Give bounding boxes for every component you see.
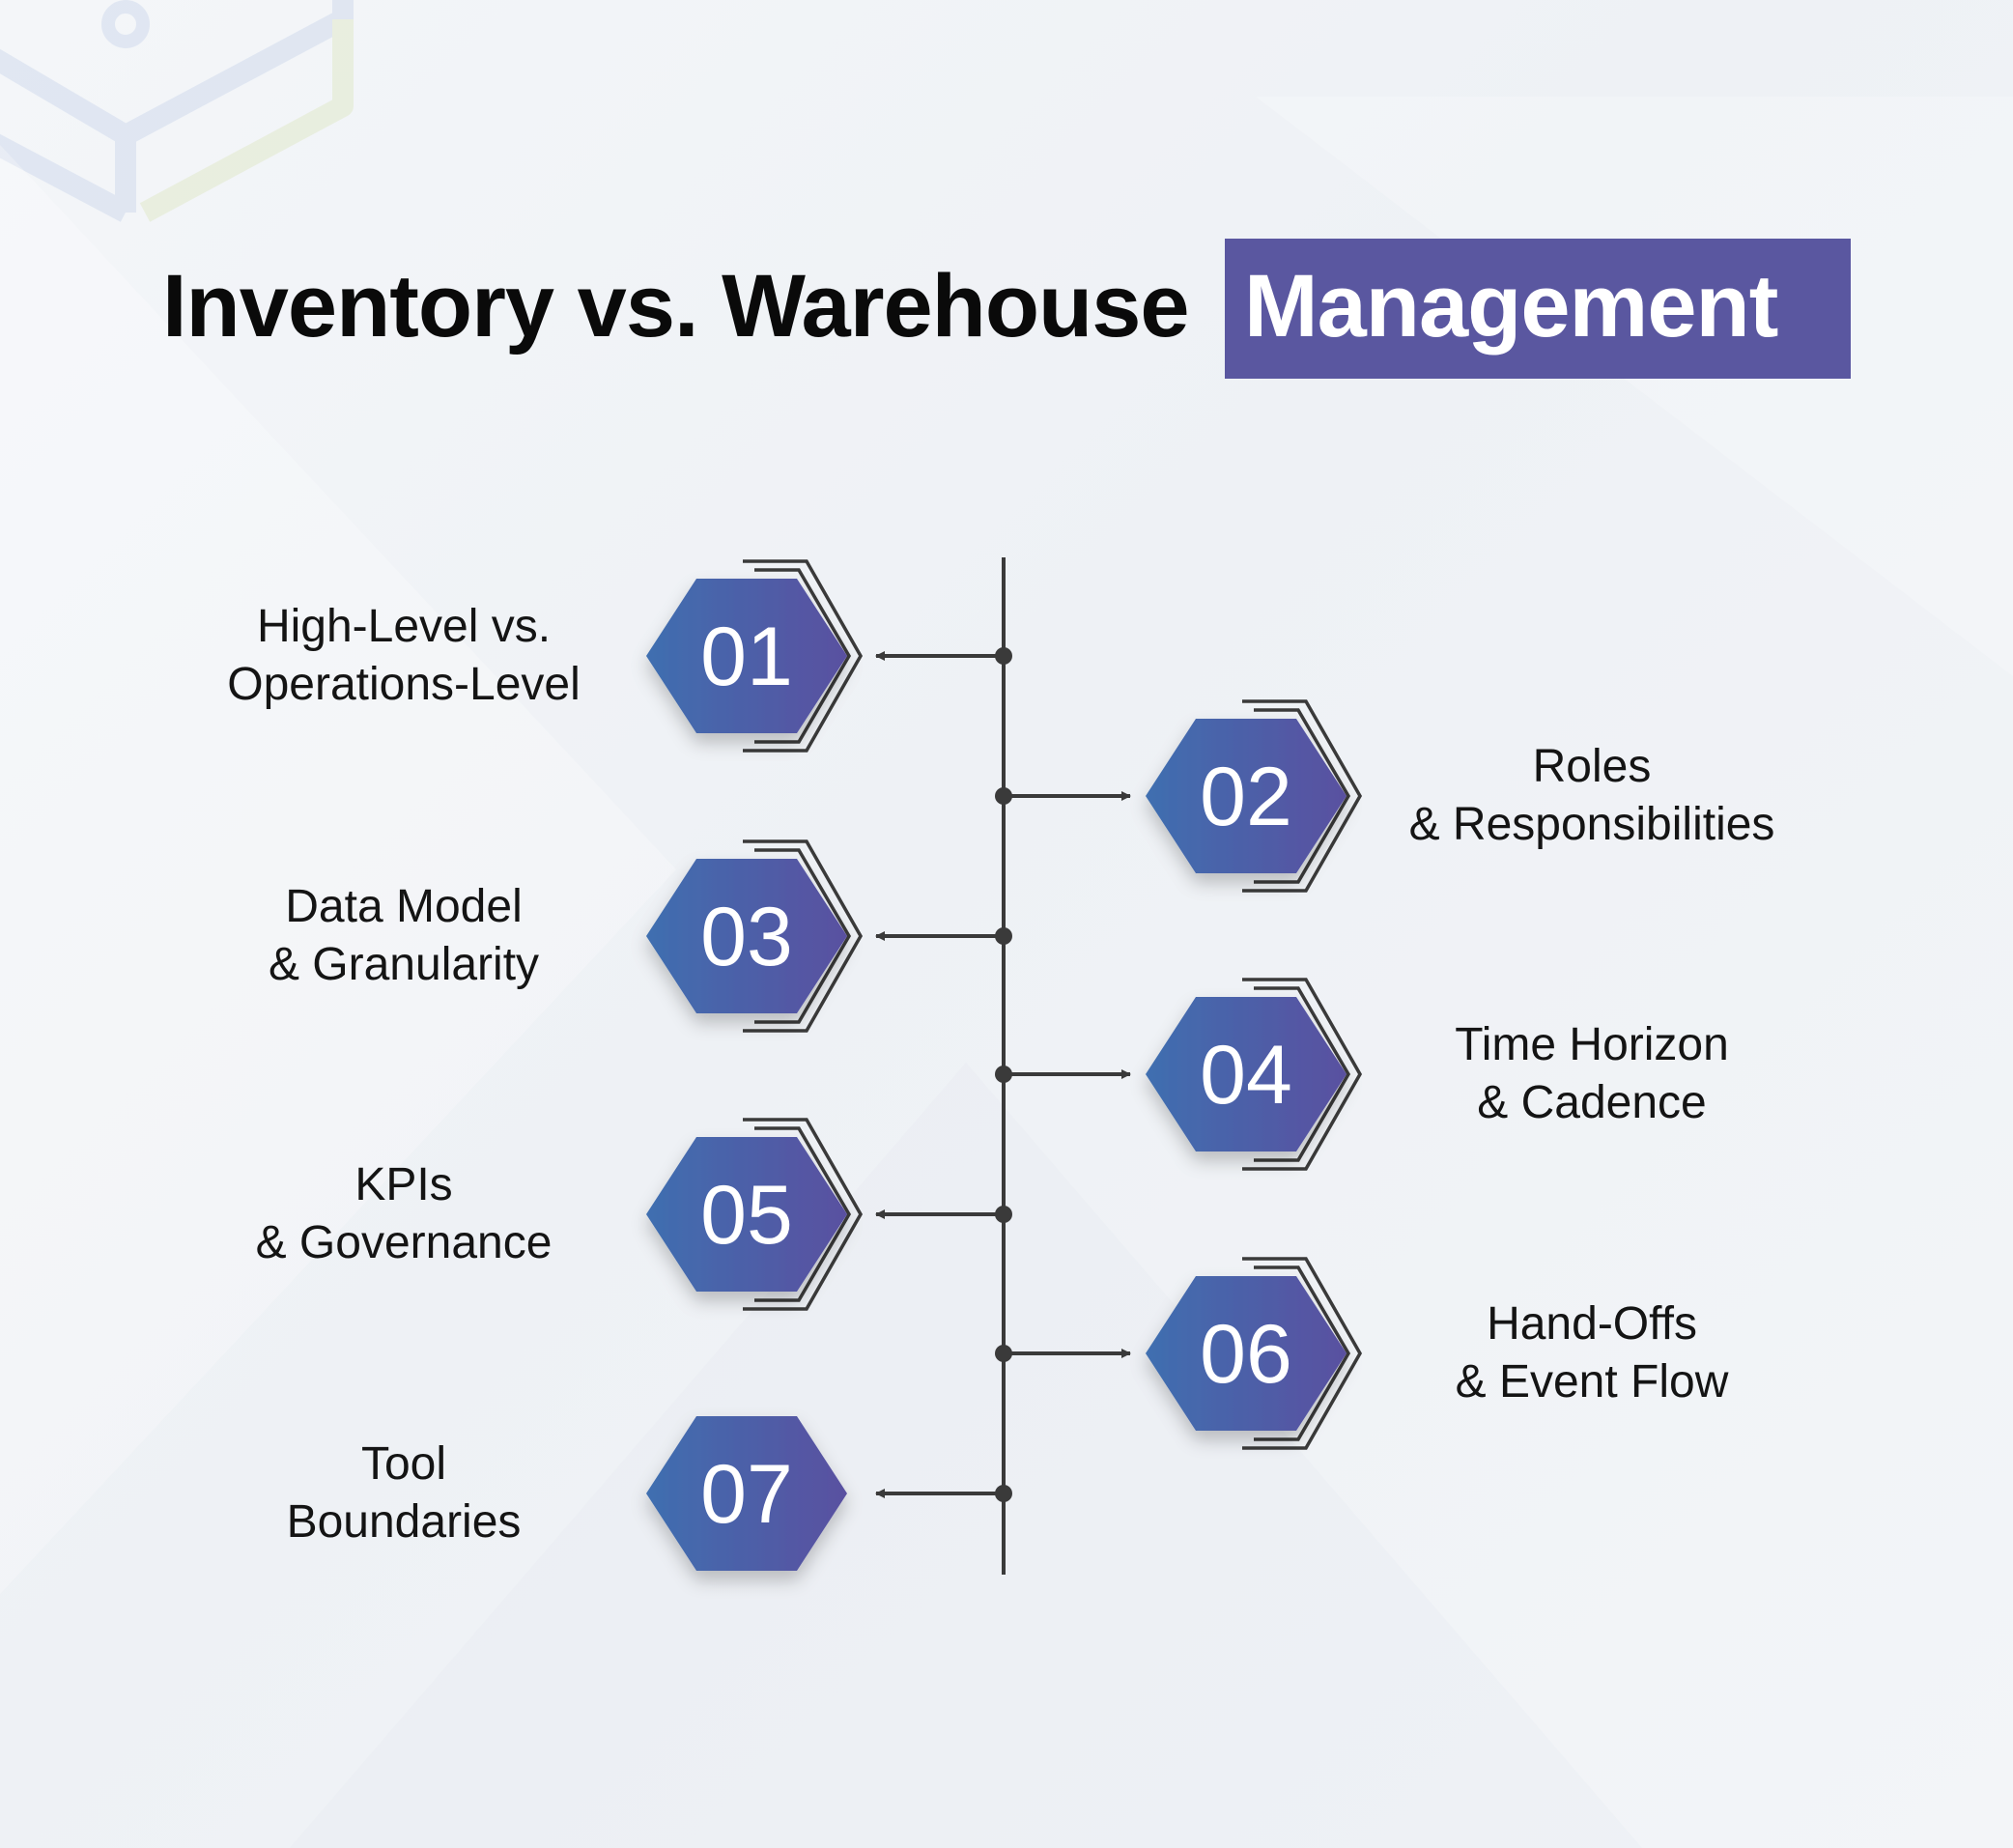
title-block: Inventory vs. Warehouse Management: [0, 0, 2013, 406]
step-label-line-2: & Granularity: [268, 939, 540, 990]
hex-outline-bracket: [1242, 1257, 1363, 1450]
step-label-line-1: Roles: [1532, 741, 1652, 792]
step-04: 04: [995, 978, 1363, 1171]
step-06: 06: [995, 1257, 1363, 1450]
step-07: 07: [646, 1416, 1012, 1571]
step-label-line-1: Tool: [360, 1438, 447, 1490]
step-hexagon: [1146, 1276, 1347, 1431]
step-label-03: Data Model & Granularity: [133, 878, 674, 994]
step-hexagon: [1146, 997, 1347, 1151]
step-number: 07: [700, 1448, 793, 1541]
step-label-line-1: Hand-Offs: [1487, 1298, 1697, 1350]
step-label-06: Hand-Offs & Event Flow: [1321, 1295, 1862, 1411]
steps-layer: 01 02 03 04 05 06 07: [646, 559, 1363, 1571]
step-label-line-2: & Cadence: [1477, 1077, 1707, 1128]
step-label-line-2: & Responsibilities: [1408, 799, 1775, 850]
step-number: 03: [700, 891, 793, 983]
hex-outline-bracket: [743, 559, 864, 753]
step-label-line-2: Operations-Level: [227, 659, 581, 710]
step-hexagon: [646, 1416, 847, 1571]
step-hexagon: [646, 1137, 847, 1292]
step-hexagon: [646, 859, 847, 1013]
step-label-02: Roles & Responsibilities: [1321, 738, 1862, 854]
step-number: 01: [700, 611, 793, 703]
step-hexagon: [646, 579, 847, 733]
step-number: 04: [1200, 1029, 1292, 1122]
step-label-01: High-Level vs. Operations-Level: [133, 598, 674, 714]
title-highlight-box: [1225, 239, 1851, 379]
step-number: 02: [1200, 751, 1292, 843]
step-label-line-1: KPIs: [354, 1159, 453, 1210]
connector-dot: [995, 647, 1012, 665]
hex-outline-bracket: [743, 1118, 864, 1311]
step-label-line-2: & Governance: [255, 1217, 553, 1268]
connector-dot: [995, 1206, 1012, 1223]
title-part-2: Management: [1244, 257, 1778, 355]
connector-dot: [995, 787, 1012, 805]
step-02: 02: [995, 699, 1363, 893]
step-label-line-2: Boundaries: [286, 1496, 522, 1548]
hex-outline-bracket: [743, 839, 864, 1033]
connector-dot: [995, 1485, 1012, 1502]
step-number: 06: [1200, 1308, 1292, 1401]
connector-dot: [995, 927, 1012, 945]
cube-logo-watermark: [0, 0, 354, 222]
hex-outline-bracket: [1242, 699, 1363, 893]
connector-dot: [995, 1066, 1012, 1083]
step-05: 05: [646, 1118, 1012, 1311]
step-label-04: Time Horizon & Cadence: [1321, 1016, 1862, 1132]
step-label-05: KPIs & Governance: [133, 1156, 674, 1272]
step-number: 05: [700, 1169, 793, 1262]
step-01: 01: [646, 559, 1012, 753]
step-label-line-1: Time Horizon: [1455, 1019, 1729, 1070]
title-part-1: Inventory vs. Warehouse: [162, 257, 1190, 355]
step-label-line-1: High-Level vs.: [256, 601, 552, 652]
connector-dot: [995, 1345, 1012, 1362]
step-label-line-1: Data Model: [285, 881, 523, 932]
step-label-line-2: & Event Flow: [1455, 1356, 1729, 1407]
step-03: 03: [646, 839, 1012, 1033]
step-hexagon: [1146, 719, 1347, 873]
hex-outline-bracket: [1242, 978, 1363, 1171]
